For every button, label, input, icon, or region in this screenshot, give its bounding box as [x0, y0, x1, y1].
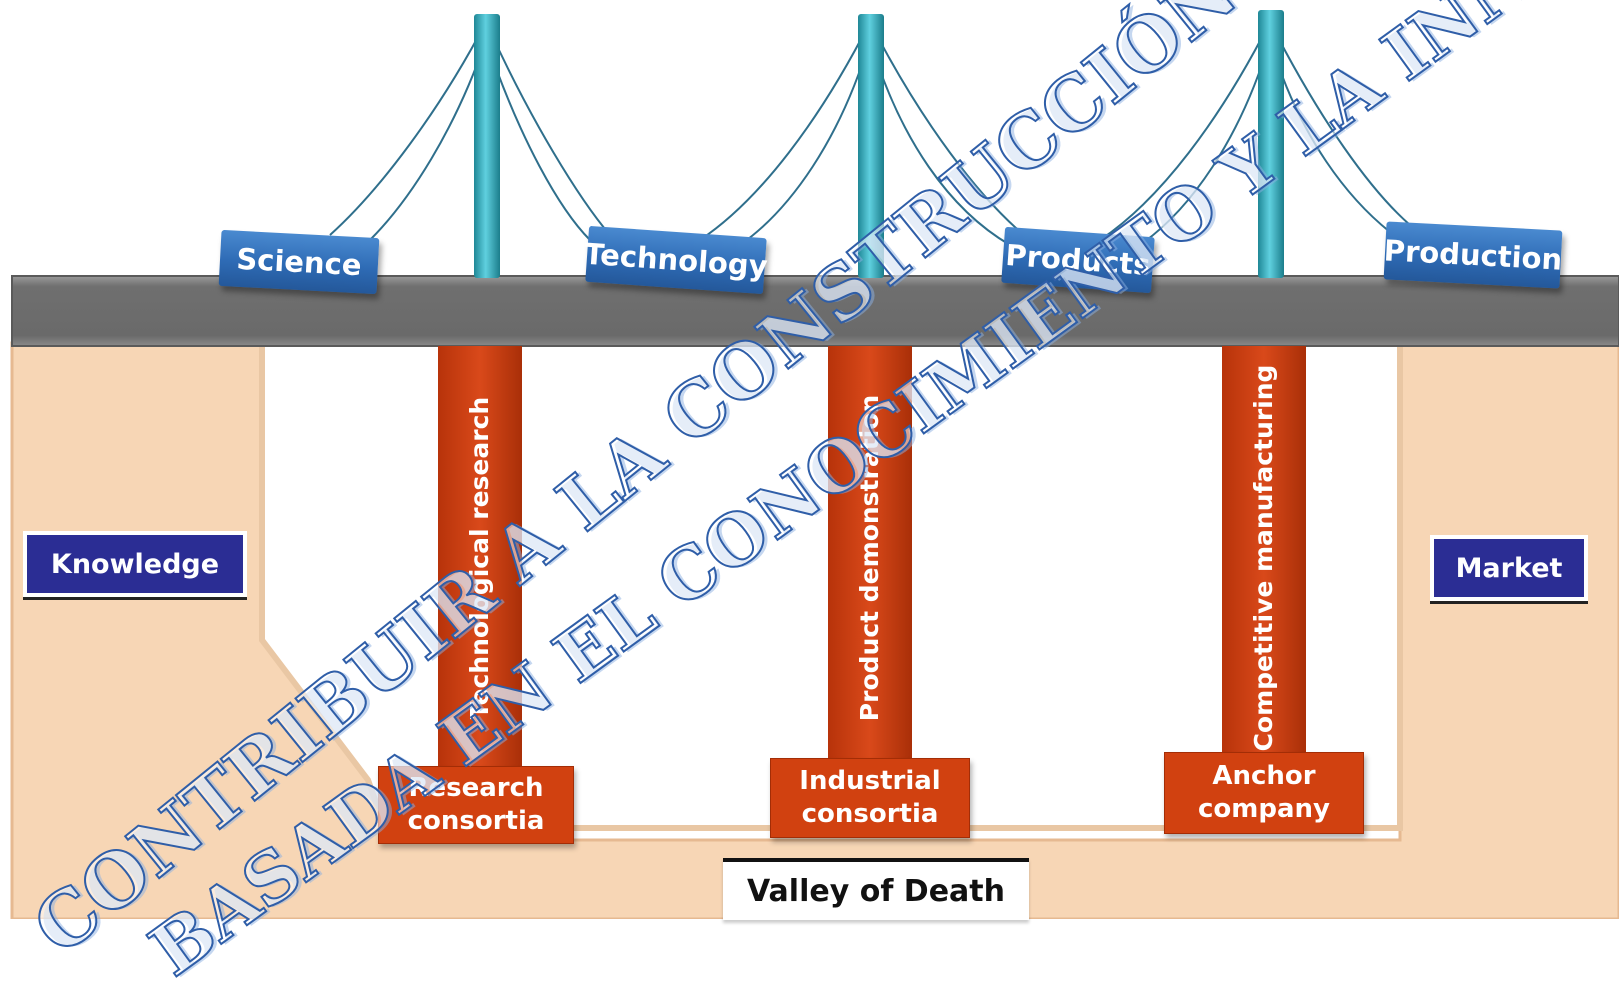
- bridge-tower-2: [858, 14, 884, 278]
- base-line-1: Anchor: [1212, 761, 1316, 791]
- pillar-label-competitive-manufacturing: Competitive manufacturing: [1249, 364, 1278, 752]
- sign-science: Science: [218, 229, 380, 295]
- pillar-base-research-consortia: Research consortia: [378, 766, 574, 844]
- sign-production: Production: [1383, 221, 1563, 289]
- base-line-2: consortia: [801, 799, 939, 829]
- pillar-column-1: [438, 346, 522, 766]
- pillar-base-anchor-company: Anchor company: [1164, 752, 1364, 834]
- market-label: Market: [1430, 535, 1588, 601]
- suspension-cables: [329, 21, 1411, 246]
- base-line-1: Industrial: [799, 766, 941, 796]
- base-line-2: company: [1198, 794, 1330, 824]
- knowledge-label: Knowledge: [23, 531, 247, 597]
- bridge-tower-3: [1258, 10, 1284, 278]
- bridge-tower-1: [474, 14, 500, 278]
- bridge-diagram: [10, 10, 1619, 919]
- pillar-base-industrial-consortia: Industrial consortia: [770, 758, 970, 838]
- pillar-column-2: [828, 346, 912, 758]
- valley-of-death-label: Valley of Death: [723, 858, 1029, 920]
- pillar-column-3: [1222, 346, 1306, 754]
- base-line-1: Research: [408, 773, 544, 803]
- valley-rim: [259, 343, 1403, 831]
- base-line-2: consortia: [407, 806, 545, 836]
